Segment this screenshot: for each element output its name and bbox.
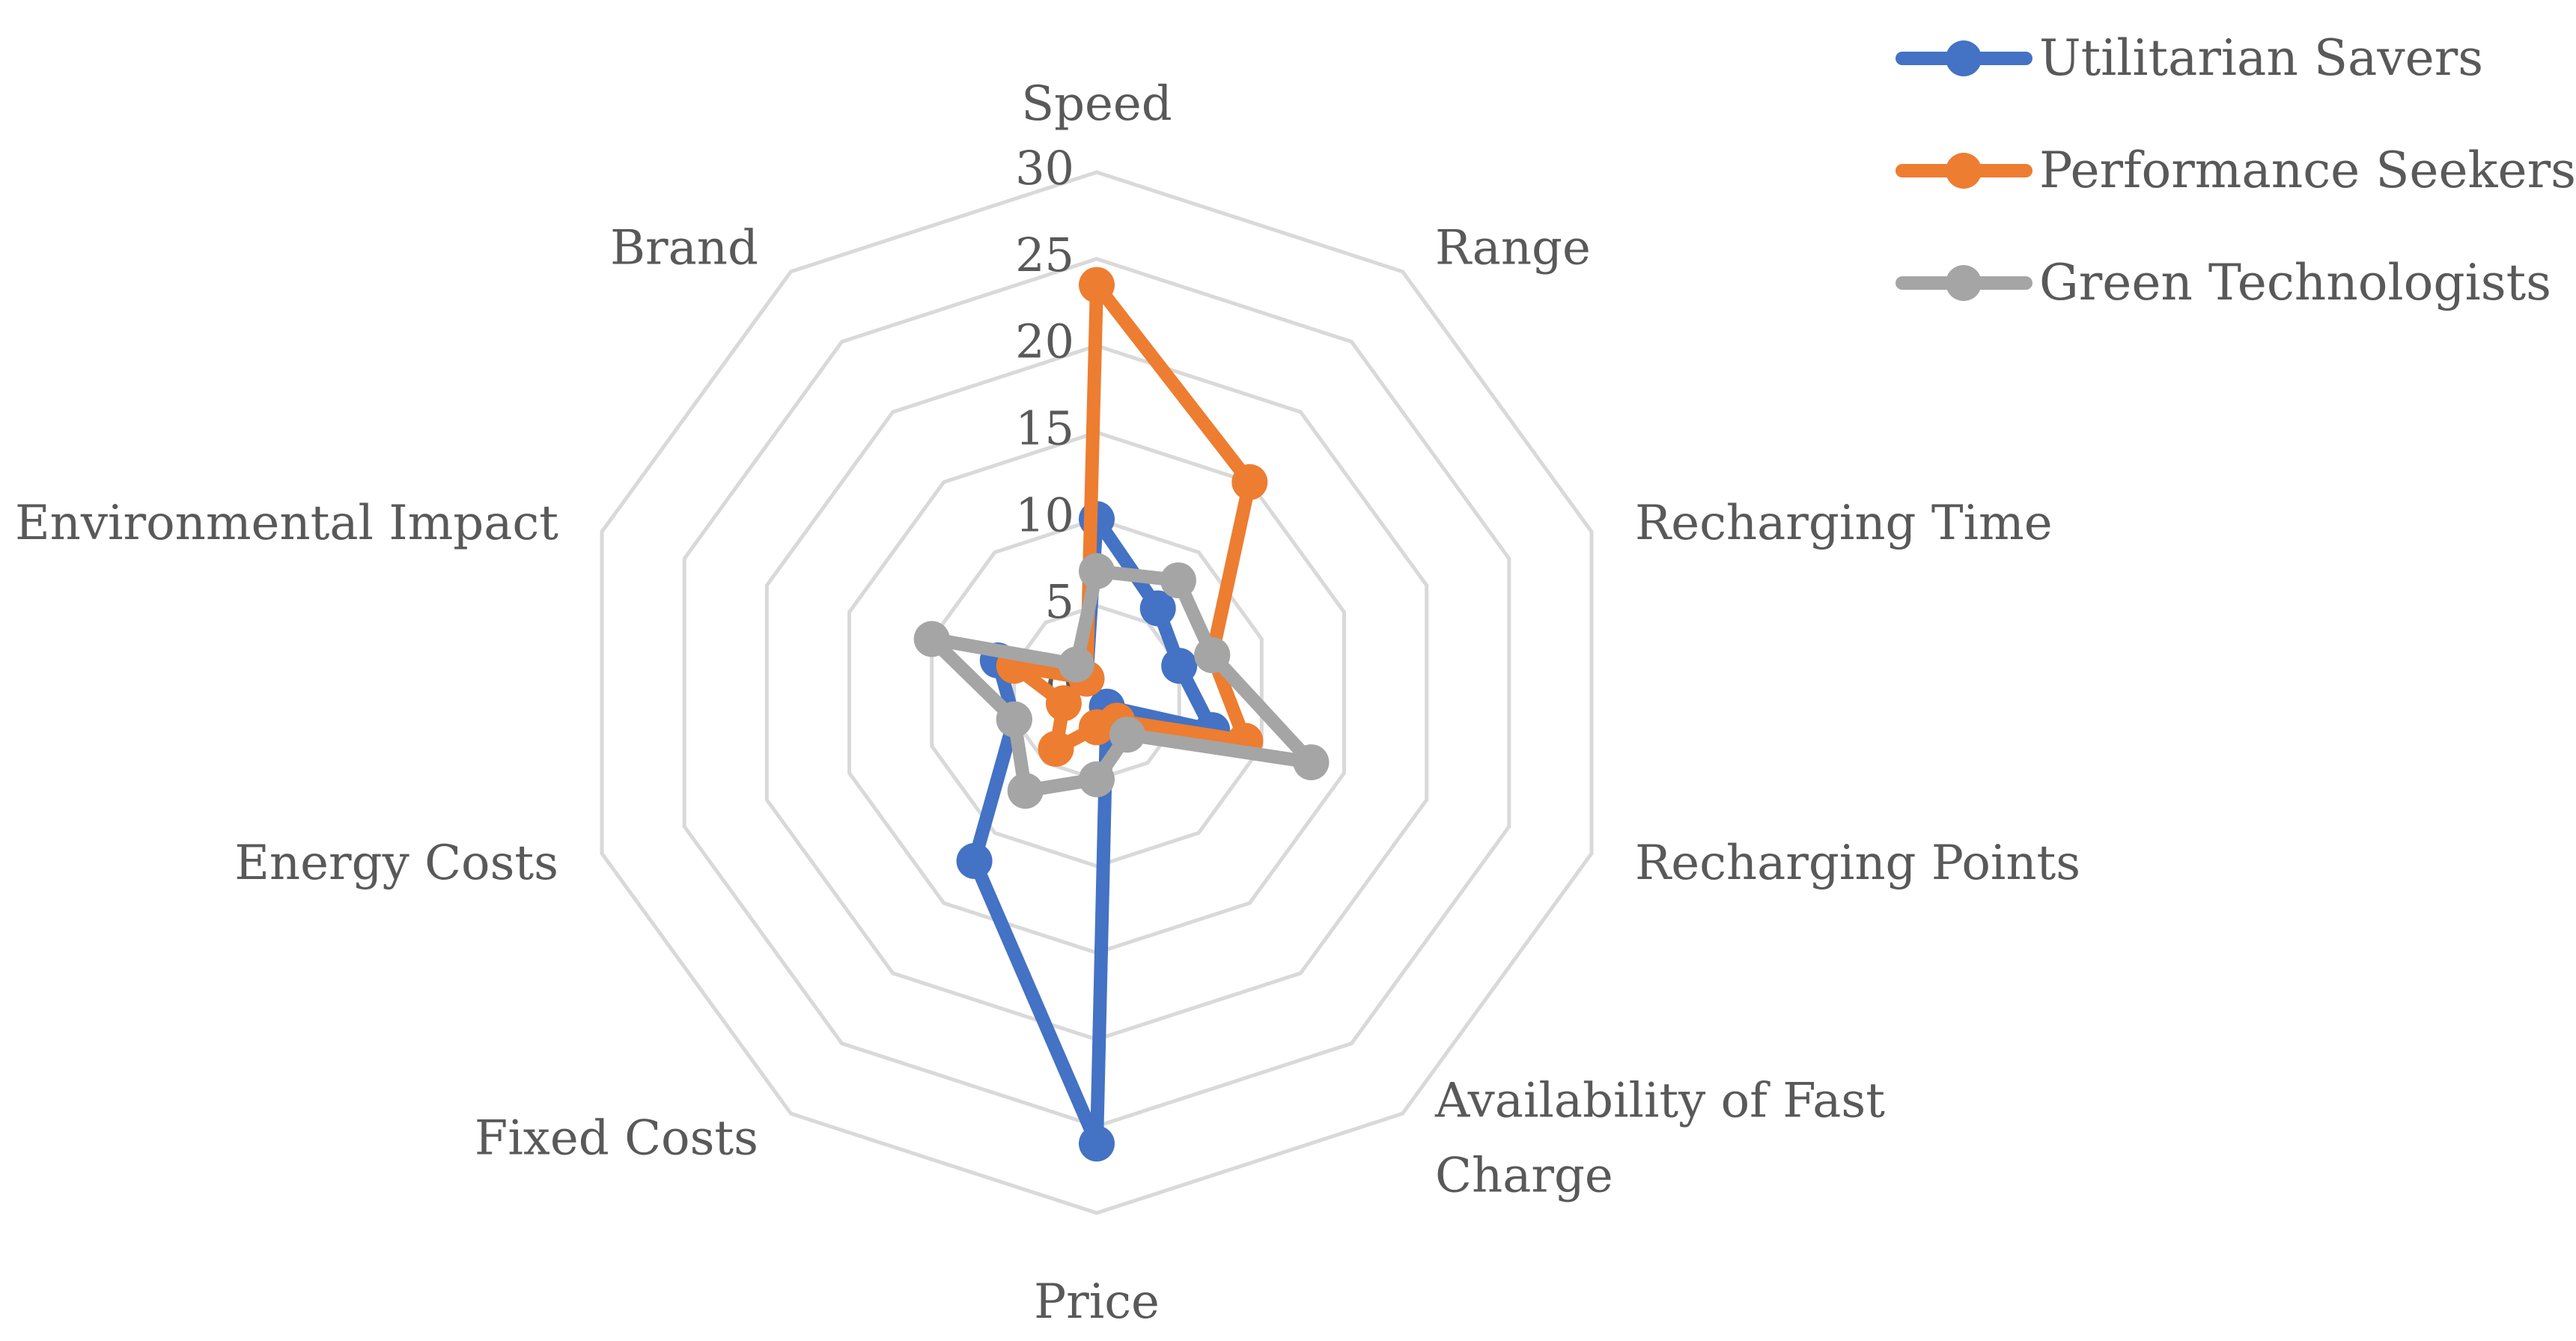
- tick-label: 10: [1015, 487, 1074, 542]
- data-point-performance-seekers-energy-costs: [1045, 685, 1082, 722]
- tick-label: 5: [1045, 574, 1074, 629]
- legend-swatch-marker: [1946, 40, 1982, 76]
- data-point-green-technologists-price: [1079, 761, 1115, 797]
- tick-label: 15: [1015, 401, 1074, 456]
- axis-label-recharging-time: Recharging Time: [1635, 496, 2053, 551]
- axis-label-line: Availability of Fast: [1434, 1074, 1885, 1129]
- legend-item-performance-seekers: Performance Seekers: [1896, 142, 2576, 199]
- tick-label: 25: [1015, 228, 1074, 282]
- series-line-green-technologists: [925, 564, 1318, 798]
- data-point-green-technologists-brand: [1058, 646, 1094, 683]
- data-point-performance-seekers-price: [1079, 709, 1115, 746]
- axis-label-line: Range: [1435, 220, 1591, 276]
- data-point-green-technologists-environmental-impact: [913, 621, 950, 657]
- tick-label: 20: [1015, 314, 1074, 369]
- radial-tick-labels: 051015202530: [1015, 141, 1074, 716]
- data-point-performance-seekers-fixed-costs: [1038, 731, 1074, 767]
- series-green-technologists: [913, 553, 1330, 809]
- axis-label-line: Recharging Time: [1635, 496, 2053, 551]
- legend-label: Utilitarian Savers: [2039, 29, 2483, 87]
- data-point-green-technologists-recharging-points: [1293, 744, 1330, 781]
- axis-label-line: Speed: [1021, 76, 1172, 132]
- legend-swatch-marker: [1946, 265, 1982, 301]
- axis-label-line: Brand: [610, 220, 758, 276]
- axis-label-fixed-costs: Fixed Costs: [475, 1111, 758, 1167]
- data-series: [913, 267, 1330, 1162]
- axis-label-line: Price: [1034, 1274, 1160, 1330]
- legend: Utilitarian Savers Performance Seekers G…: [1896, 29, 2576, 311]
- axis-label-environmental-impact: Environmental Impact: [15, 496, 558, 551]
- data-point-green-technologists-range: [1160, 562, 1196, 599]
- axis-label-line: Environmental Impact: [15, 496, 558, 551]
- data-point-utilitarian-savers-price: [1079, 1125, 1115, 1162]
- data-point-utilitarian-savers-recharging-time: [1161, 648, 1198, 684]
- axis-label-line: Fixed Costs: [475, 1111, 758, 1167]
- axis-label-speed: Speed: [1021, 76, 1172, 132]
- axis-label-brand: Brand: [610, 220, 758, 276]
- data-point-green-technologists-energy-costs: [996, 701, 1032, 738]
- axis-label-line: Charge: [1435, 1149, 1613, 1204]
- axis-label-line: Recharging Points: [1635, 836, 2080, 891]
- axis-label-price: Price: [1034, 1274, 1160, 1330]
- axis-label-recharging-points: Recharging Points: [1635, 836, 2080, 891]
- legend-label: Performance Seekers: [2039, 142, 2576, 199]
- data-point-green-technologists-fixed-costs: [1007, 773, 1044, 809]
- axis-label-line: Energy Costs: [234, 836, 558, 891]
- data-point-performance-seekers-range: [1231, 463, 1268, 500]
- data-point-green-technologists-recharging-time: [1194, 636, 1231, 673]
- data-point-utilitarian-savers-fixed-costs: [956, 842, 993, 879]
- tick-label: 30: [1015, 141, 1074, 195]
- grid-ring-30: [600, 170, 1594, 1215]
- legend-item-green-technologists: Green Technologists: [1896, 254, 2551, 311]
- data-point-utilitarian-savers-range: [1139, 590, 1176, 627]
- data-point-performance-seekers-speed: [1079, 267, 1115, 303]
- axis-label-energy-costs: Energy Costs: [234, 836, 558, 891]
- axis-label-range: Range: [1435, 220, 1591, 276]
- legend-swatch-marker: [1946, 153, 1982, 189]
- legend-label: Green Technologists: [2039, 254, 2551, 311]
- data-point-green-technologists-speed: [1079, 553, 1115, 589]
- legend-item-utilitarian-savers: Utilitarian Savers: [1896, 29, 2483, 87]
- data-point-green-technologists-availability-of-fast-charge: [1109, 717, 1145, 753]
